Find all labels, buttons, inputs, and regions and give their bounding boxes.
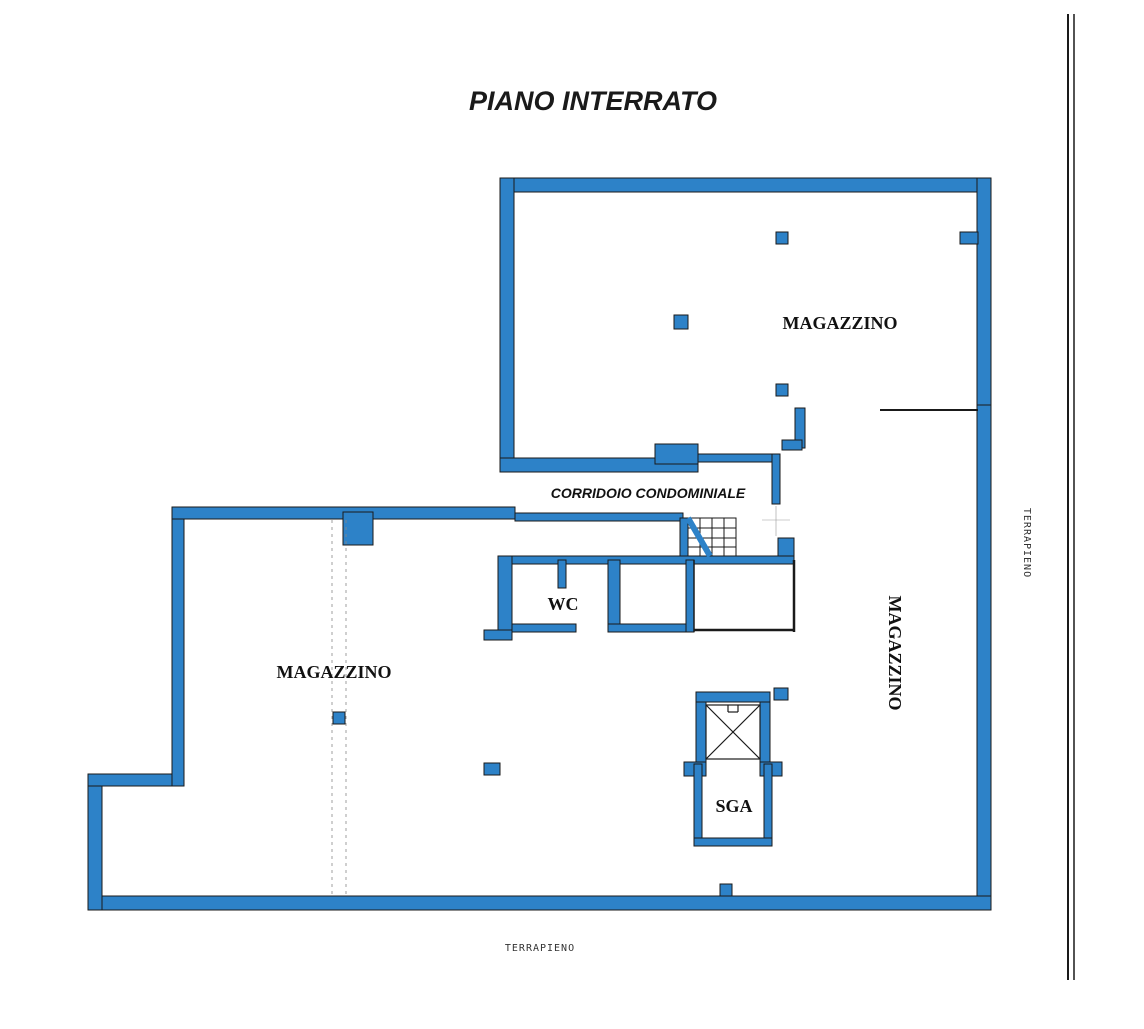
wall-wc-right (557, 559, 567, 589)
wall-east-partition-2 (781, 439, 803, 451)
room-label-magazzino-ovest: MAGAZZINO (276, 662, 391, 682)
room-label-corridoio: CORRIDOIO CONDOMINIALE (551, 485, 746, 501)
pillar (775, 383, 789, 397)
wall-west-upper (171, 506, 185, 787)
room-label-magazzino-nord: MAGAZZINO (782, 313, 897, 333)
staircase (685, 516, 737, 558)
interior-lines (331, 409, 978, 896)
wall-west-step (87, 773, 185, 787)
room-label-sga: SGA (715, 796, 752, 816)
wall-south (87, 895, 992, 911)
wall-north-right (976, 177, 992, 413)
wall-sga-left (693, 763, 703, 847)
wall-room2-left (607, 559, 621, 633)
pillar-west-top (342, 511, 374, 546)
exterior-label-south: TERRAPIENO (505, 943, 575, 954)
plan-title: PIANO INTERRATO (469, 86, 717, 116)
wall-corridor-top (697, 453, 779, 463)
wall-wc-left-cap (483, 629, 513, 641)
pillar (332, 711, 346, 725)
pillar (483, 762, 501, 776)
wall-north-top (499, 177, 992, 193)
wall-lift-top (695, 691, 771, 703)
wall-east (976, 404, 992, 911)
pillar (673, 314, 689, 330)
lift-shaft-icon (705, 704, 761, 760)
wall-lift-left (695, 691, 707, 773)
exterior-label-east: TERRAPIENO (1021, 508, 1032, 578)
wall-services-top (497, 555, 795, 565)
wall-sga-bottom (693, 837, 773, 847)
wall-north-bottom-left (499, 457, 699, 473)
room-label-magazzino-est: MAGAZZINO (885, 595, 905, 710)
sheet-border (1067, 14, 1075, 980)
pillar (959, 231, 979, 245)
wall-west-lower (87, 773, 103, 911)
wall-corridor-right (771, 453, 781, 505)
pillar (719, 883, 733, 897)
wall-north-step (654, 443, 699, 465)
wall-wc-bottom (511, 623, 577, 633)
wall-wc-left (497, 555, 513, 641)
wall-lift-right (759, 691, 771, 773)
wall-sga-right (763, 763, 773, 847)
pillar (775, 231, 789, 245)
wall-west-top-2 (514, 512, 684, 522)
wall-north-left (499, 177, 515, 473)
wall-room2-bottom (607, 623, 695, 633)
wall-lift-top-stub (773, 687, 789, 701)
room-label-wc: WC (548, 594, 579, 614)
wall-room2-right (685, 559, 695, 633)
wall-stair-left (679, 517, 689, 561)
walls (87, 177, 992, 911)
